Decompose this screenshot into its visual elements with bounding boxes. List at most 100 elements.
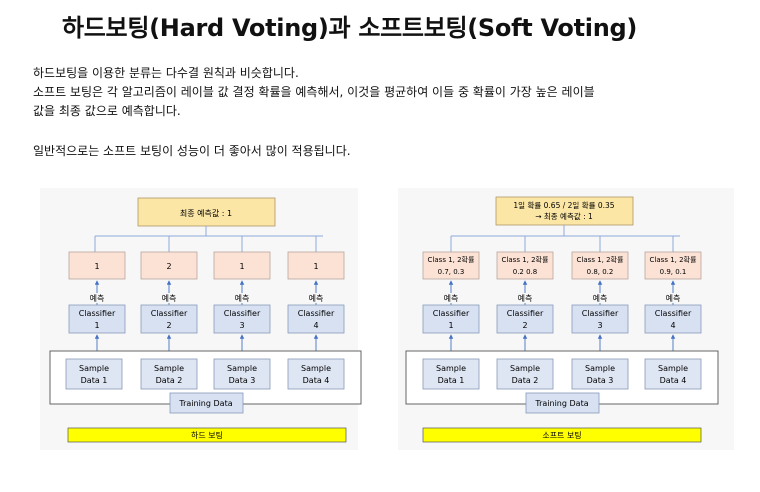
prediction-value: 1 — [239, 262, 244, 271]
prediction-value: 0.9, 0.1 — [660, 268, 687, 276]
training-data-label: Training Data — [534, 399, 588, 408]
prediction-box: Class 1, 2확률 0.7, 0.3 — [422, 251, 480, 280]
sample-box: Sample Data 1 — [65, 358, 123, 390]
paragraph-line: 값을 최종 값으로 예측합니다. — [33, 104, 181, 118]
aggregation-bracket — [94, 226, 323, 252]
classifier-box: Classifier 3 — [571, 304, 629, 334]
sample-box: Sample Data 3 — [571, 358, 629, 390]
classifier-label: Classifier — [433, 309, 470, 318]
classifier-label: Classifier — [655, 309, 692, 318]
sample-data-label: Data 2 — [512, 376, 539, 385]
page-title: 하드보팅(Hard Voting)과 소프트보팅(Soft Voting) — [62, 14, 638, 42]
classifier-box: Classifier 4 — [644, 304, 702, 334]
prediction-value: 1 — [313, 262, 318, 271]
caption-bar: 하드 보팅 — [67, 427, 347, 443]
classifier-number: 1 — [94, 321, 99, 330]
prediction-label: Class 1, 2확률 — [650, 255, 697, 264]
prediction-box: 2 — [140, 251, 198, 280]
prediction-box: Class 1, 2확률 0.2 0.8 — [496, 251, 554, 280]
sample-data-label: Data 3 — [587, 376, 614, 385]
sample-label: Sample — [227, 364, 257, 373]
prediction-value: 1 — [94, 262, 99, 271]
training-data-box: Training Data — [169, 392, 244, 414]
intro-paragraph: 하드보팅을 이용한 분류는 다수결 원칙과 비슷합니다. 소프트 보팅은 각 알… — [33, 64, 595, 121]
final-prediction-box — [495, 196, 634, 226]
classifier-box: Classifier 2 — [140, 304, 198, 334]
sample-box: Sample Data 2 — [496, 358, 554, 390]
predict-label: 예측 — [593, 293, 608, 303]
classifier-label: Classifier — [151, 309, 188, 318]
sample-box: Sample Data 1 — [422, 358, 480, 390]
prediction-label: Class 1, 2확률 — [577, 255, 624, 264]
predict-label: 예측 — [666, 293, 681, 303]
classifier-label: Classifier — [507, 309, 544, 318]
sample-data-label: Data 1 — [438, 376, 465, 385]
sample-box: Sample Data 2 — [140, 358, 198, 390]
final-prediction-box — [137, 197, 276, 227]
sample-box: Sample Data 4 — [287, 358, 345, 390]
sample-label: Sample — [301, 364, 331, 373]
predict-label: 예측 — [90, 293, 105, 303]
prediction-value: 2 — [166, 262, 171, 271]
final-prediction-label: 최종 예측값 : 1 — [180, 208, 232, 218]
sample-box: Sample Data 4 — [644, 358, 702, 390]
prediction-value: 0.8, 0.2 — [587, 268, 614, 276]
sample-data-label: Data 4 — [303, 376, 330, 385]
classifier-label: Classifier — [79, 309, 116, 318]
soft-voting-diagram: 1일 확률 0.65 / 2일 확률 0.35 → 최종 예측값 : 1 Cla… — [398, 188, 734, 450]
sample-data-label: Data 4 — [660, 376, 687, 385]
caption-label: 하드 보팅 — [191, 430, 223, 440]
prediction-box: 1 — [68, 251, 126, 280]
prediction-box: Class 1, 2확률 0.9, 0.1 — [644, 251, 702, 280]
training-data-box: Training Data — [525, 392, 600, 414]
aggregation-bracket — [450, 225, 680, 252]
prediction-label: Class 1, 2확률 — [502, 255, 549, 264]
sample-label: Sample — [436, 364, 466, 373]
predict-label: 예측 — [444, 293, 459, 303]
predict-label: 예측 — [162, 293, 177, 303]
classifier-box: Classifier 4 — [287, 304, 345, 334]
prediction-box: Class 1, 2확률 0.8, 0.2 — [571, 251, 629, 280]
classifier-number: 2 — [166, 321, 171, 330]
caption-bar: 소프트 보팅 — [422, 427, 702, 443]
sample-label: Sample — [510, 364, 540, 373]
classifier-number: 4 — [313, 321, 318, 330]
prediction-box: 1 — [287, 251, 345, 280]
classifier-number: 2 — [522, 321, 527, 330]
prediction-label: Class 1, 2확률 — [428, 255, 475, 264]
sample-data-label: Data 2 — [156, 376, 183, 385]
sample-label: Sample — [154, 364, 184, 373]
sample-box: Sample Data 3 — [213, 358, 271, 390]
predict-label: 예측 — [235, 293, 250, 303]
hard-voting-diagram: 최종 예측값 : 1 1 2 1 1 예측 — [40, 188, 362, 450]
prediction-box: 1 — [213, 251, 271, 280]
classifier-number: 3 — [597, 321, 602, 330]
sample-label: Sample — [79, 364, 109, 373]
sample-data-label: Data 1 — [81, 376, 108, 385]
classifier-number: 4 — [670, 321, 675, 330]
classifier-box: Classifier 1 — [422, 304, 480, 334]
classifier-label: Classifier — [298, 309, 335, 318]
sample-label: Sample — [585, 364, 615, 373]
classifier-number: 3 — [239, 321, 244, 330]
training-data-label: Training Data — [178, 399, 232, 408]
conclusion-paragraph: 일반적으로는 소프트 보팅이 성능이 더 좋아서 많이 적용됩니다. — [33, 144, 351, 158]
prediction-value: 0.2 0.8 — [513, 268, 538, 276]
paragraph-line: 소프트 보팅은 각 알고리즘이 레이블 값 결정 확률을 예측해서, 이것을 평… — [33, 85, 595, 99]
sample-data-label: Data 3 — [229, 376, 256, 385]
caption-label: 소프트 보팅 — [542, 430, 581, 440]
final-prediction-label: 1일 확률 0.65 / 2일 확률 0.35 — [513, 200, 614, 210]
classifier-box: Classifier 3 — [213, 304, 271, 334]
paragraph-line: 하드보팅을 이용한 분류는 다수결 원칙과 비슷합니다. — [33, 66, 299, 80]
classifier-number: 1 — [448, 321, 453, 330]
classifier-label: Classifier — [582, 309, 619, 318]
classifier-label: Classifier — [224, 309, 261, 318]
predict-label: 예측 — [518, 293, 533, 303]
predict-label: 예측 — [309, 293, 324, 303]
classifier-box: Classifier 1 — [68, 304, 126, 334]
classifier-box: Classifier 2 — [496, 304, 554, 334]
sample-label: Sample — [658, 364, 688, 373]
final-prediction-label: → 최종 예측값 : 1 — [535, 211, 593, 221]
prediction-value: 0.7, 0.3 — [438, 268, 465, 276]
